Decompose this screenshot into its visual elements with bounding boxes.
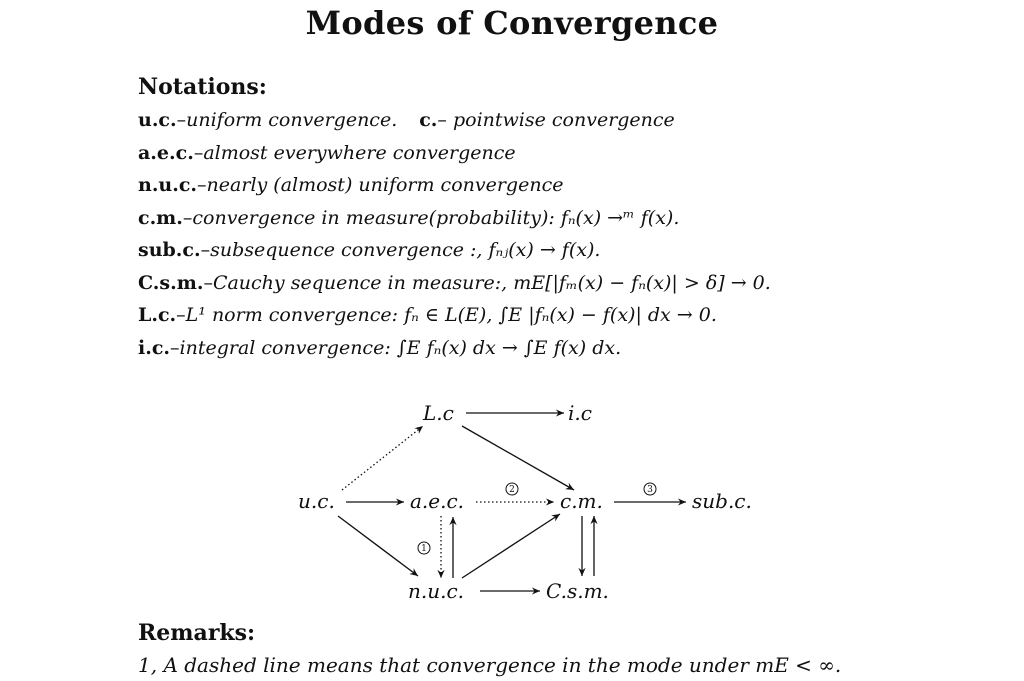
notation-abbr: n.u.c.: [138, 174, 198, 196]
node-csm: C.s.m.: [546, 579, 609, 603]
node-subc: sub.c.: [692, 489, 752, 513]
svg-text:3: 3: [647, 485, 653, 495]
svg-text:1: 1: [421, 544, 427, 554]
notations-section: Notations: u.c.–uniform convergence.c.– …: [138, 74, 988, 364]
node-ic: i.c: [568, 401, 592, 425]
notation-desc: nearly (almost) uniform convergence: [206, 174, 564, 196]
arrow-nuc-cm: [461, 513, 561, 579]
arrow-lc-cm: [461, 425, 575, 491]
notation-abbr: c.m.: [138, 206, 183, 229]
node-lc: L.c: [422, 401, 454, 425]
node-cm: c.m.: [560, 489, 603, 513]
arrow-uc-nuc: [337, 515, 419, 577]
notation-formula: fₙⱼ(x) → f(x).: [488, 239, 601, 261]
remark-line: 1, A dashed line means that convergence …: [138, 653, 842, 677]
notation-row-subc: sub.c.–subsequence convergence :, fₙⱼ(x)…: [138, 239, 601, 261]
page-title: Modes of Convergence: [305, 4, 719, 42]
node-uc: u.c.: [298, 489, 335, 513]
node-aec: a.e.c.: [410, 489, 464, 513]
notation-desc: Cauchy sequence in measure:,: [212, 271, 508, 294]
notation-formula: ∫E fₙ(x) dx → ∫E f(x) dx.: [396, 336, 622, 359]
notation-formula: fₙ ∈ L(E), ∫E |fₙ(x) − f(x)| dx → 0.: [404, 304, 717, 326]
notation-abbr: C.s.m.: [138, 271, 204, 294]
notation-formula: mE[|fₘ(x) − fₙ(x)| > δ] → 0.: [513, 271, 771, 294]
marker-1: 1: [417, 541, 431, 555]
marker-2: 2: [505, 482, 519, 496]
marker-3: 3: [643, 482, 657, 496]
notation-formula: fₙ(x) →ᵐ f(x).: [560, 206, 680, 229]
notation-abbr-2: c.: [419, 109, 438, 131]
notation-row-aec: a.e.c.–almost everywhere convergence: [138, 141, 516, 164]
notation-desc: uniform convergence.: [186, 109, 398, 131]
notation-row-csm: C.s.m.–Cauchy sequence in measure:, mE[|…: [138, 271, 771, 294]
notation-desc: convergence in measure(probability):: [192, 206, 555, 229]
remarks-section: Remarks: 1, A dashed line means that con…: [138, 620, 998, 680]
notations-heading: Notations:: [138, 74, 267, 100]
svg-text:2: 2: [509, 485, 515, 495]
notation-desc: L¹ norm convergence:: [185, 304, 399, 326]
notation-separator: –: [176, 109, 187, 131]
arrow-uc-lc-dotted: [341, 425, 424, 491]
notation-abbr: L.c.: [138, 304, 177, 326]
notation-desc: integral convergence:: [179, 336, 391, 359]
notation-row-ic: i.c.–integral convergence: ∫E fₙ(x) dx →…: [138, 336, 622, 359]
remarks-heading: Remarks:: [138, 620, 256, 646]
notation-separator-2: –: [437, 109, 447, 131]
notation-abbr: i.c.: [138, 336, 171, 359]
notation-row-lc: L.c.–L¹ norm convergence: fₙ ∈ L(E), ∫E …: [138, 304, 717, 326]
notation-desc: almost everywhere convergence: [203, 141, 516, 164]
notation-abbr: a.e.c.: [138, 141, 194, 164]
notation-row-uc: u.c.–uniform convergence.c.– pointwise c…: [138, 104, 988, 137]
node-nuc: n.u.c.: [408, 579, 464, 603]
notation-desc-2: pointwise convergence: [452, 109, 675, 131]
notation-abbr: sub.c.: [138, 239, 201, 261]
notation-row-cm: c.m.–convergence in measure(probability)…: [138, 206, 680, 229]
notation-row-nuc: n.u.c.–nearly (almost) uniform convergen…: [138, 174, 564, 196]
notation-desc: subsequence convergence :,: [210, 239, 483, 261]
notation-abbr: u.c.: [138, 109, 177, 131]
